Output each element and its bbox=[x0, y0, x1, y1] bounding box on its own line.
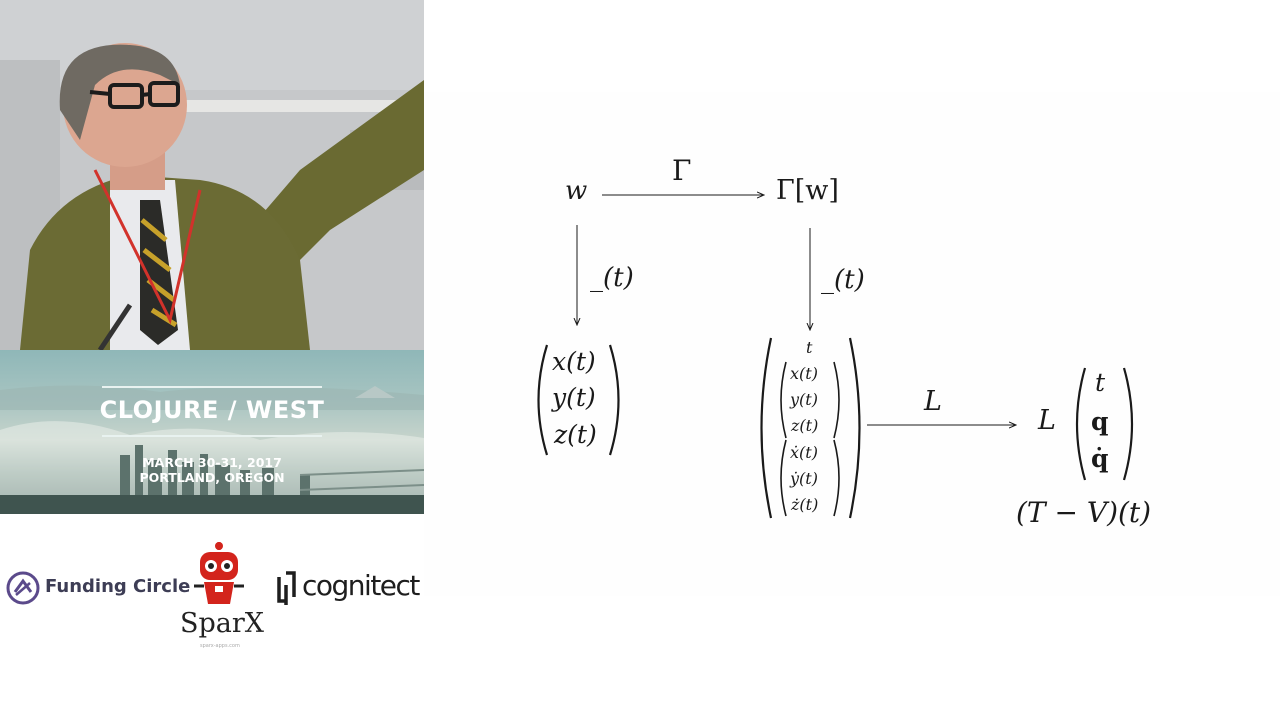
conference-location: PORTLAND, OREGON bbox=[139, 470, 285, 485]
xyz-entry-1: y(t) bbox=[552, 383, 596, 412]
funding-circle-logo-text: Funding Circle bbox=[45, 576, 191, 597]
paren-Largs-left bbox=[1075, 367, 1087, 481]
label-gamma: Γ bbox=[672, 154, 692, 187]
sparx-logo-text: SparX bbox=[180, 608, 265, 639]
city-skyline bbox=[0, 385, 424, 514]
diagram-lines bbox=[537, 0, 1134, 519]
paren-vel-left bbox=[780, 439, 787, 517]
label-L-function: L bbox=[1038, 405, 1056, 436]
label-gamma-w: Γ[w] bbox=[776, 175, 839, 206]
paren-vel-right bbox=[833, 439, 840, 517]
banner-rule-bottom bbox=[102, 435, 322, 437]
left-panel: CLOJURE / WEST MARCH 30-31, 2017 PORTLAN… bbox=[0, 0, 424, 720]
xyz-entry-0: x(t) bbox=[552, 347, 596, 376]
paren-xyz-right bbox=[608, 344, 620, 456]
state-entry-1: x(t) bbox=[790, 364, 818, 383]
sparx-robot-icon bbox=[194, 542, 244, 604]
state-entry-3: z(t) bbox=[791, 416, 819, 435]
paren-state-outer-left bbox=[760, 337, 773, 519]
label-result: (T − V)(t) bbox=[1016, 496, 1152, 529]
label-w: w bbox=[565, 176, 588, 206]
conference-title: CLOJURE / WEST bbox=[99, 396, 325, 424]
paren-pos-right bbox=[833, 361, 840, 439]
conference-banner bbox=[0, 350, 424, 514]
label-eval-left: _(t) bbox=[590, 263, 634, 293]
state-entry-5: ẏ(t) bbox=[790, 469, 818, 488]
paren-state-outer-right bbox=[848, 337, 861, 519]
cognitect-logo-icon bbox=[277, 571, 296, 605]
slide: w Γ Γ[w] _(t) _(t) x(t) y(t) z(t) t x(t)… bbox=[424, 0, 1280, 720]
state-entry-4: ẋ(t) bbox=[790, 443, 818, 462]
label-L-arrow: L bbox=[924, 386, 942, 417]
paren-xyz-left bbox=[537, 344, 549, 456]
sparx-url: sparx-apps.com bbox=[200, 643, 240, 649]
funding-circle-logo-icon bbox=[6, 571, 40, 605]
paren-Largs-right bbox=[1122, 367, 1134, 481]
conference-date: MARCH 30-31, 2017 bbox=[142, 455, 282, 470]
cognitect-logo-text: cognitect bbox=[302, 569, 420, 602]
L-arg-2: q̇ bbox=[1091, 444, 1109, 473]
L-arg-1: q bbox=[1091, 407, 1109, 436]
label-eval-right: _(t) bbox=[821, 265, 865, 295]
L-arg-0: t bbox=[1095, 368, 1106, 397]
paren-pos-left bbox=[780, 361, 787, 439]
state-entry-2: y(t) bbox=[790, 390, 818, 409]
xyz-entry-2: z(t) bbox=[554, 420, 597, 449]
state-entry-6: ż(t) bbox=[791, 495, 819, 514]
sponsors-bar bbox=[0, 514, 424, 720]
speaker-video bbox=[0, 0, 424, 350]
banner-rule-top bbox=[102, 386, 322, 388]
state-entry-0: t bbox=[806, 338, 813, 357]
speaker-figure bbox=[0, 0, 424, 350]
